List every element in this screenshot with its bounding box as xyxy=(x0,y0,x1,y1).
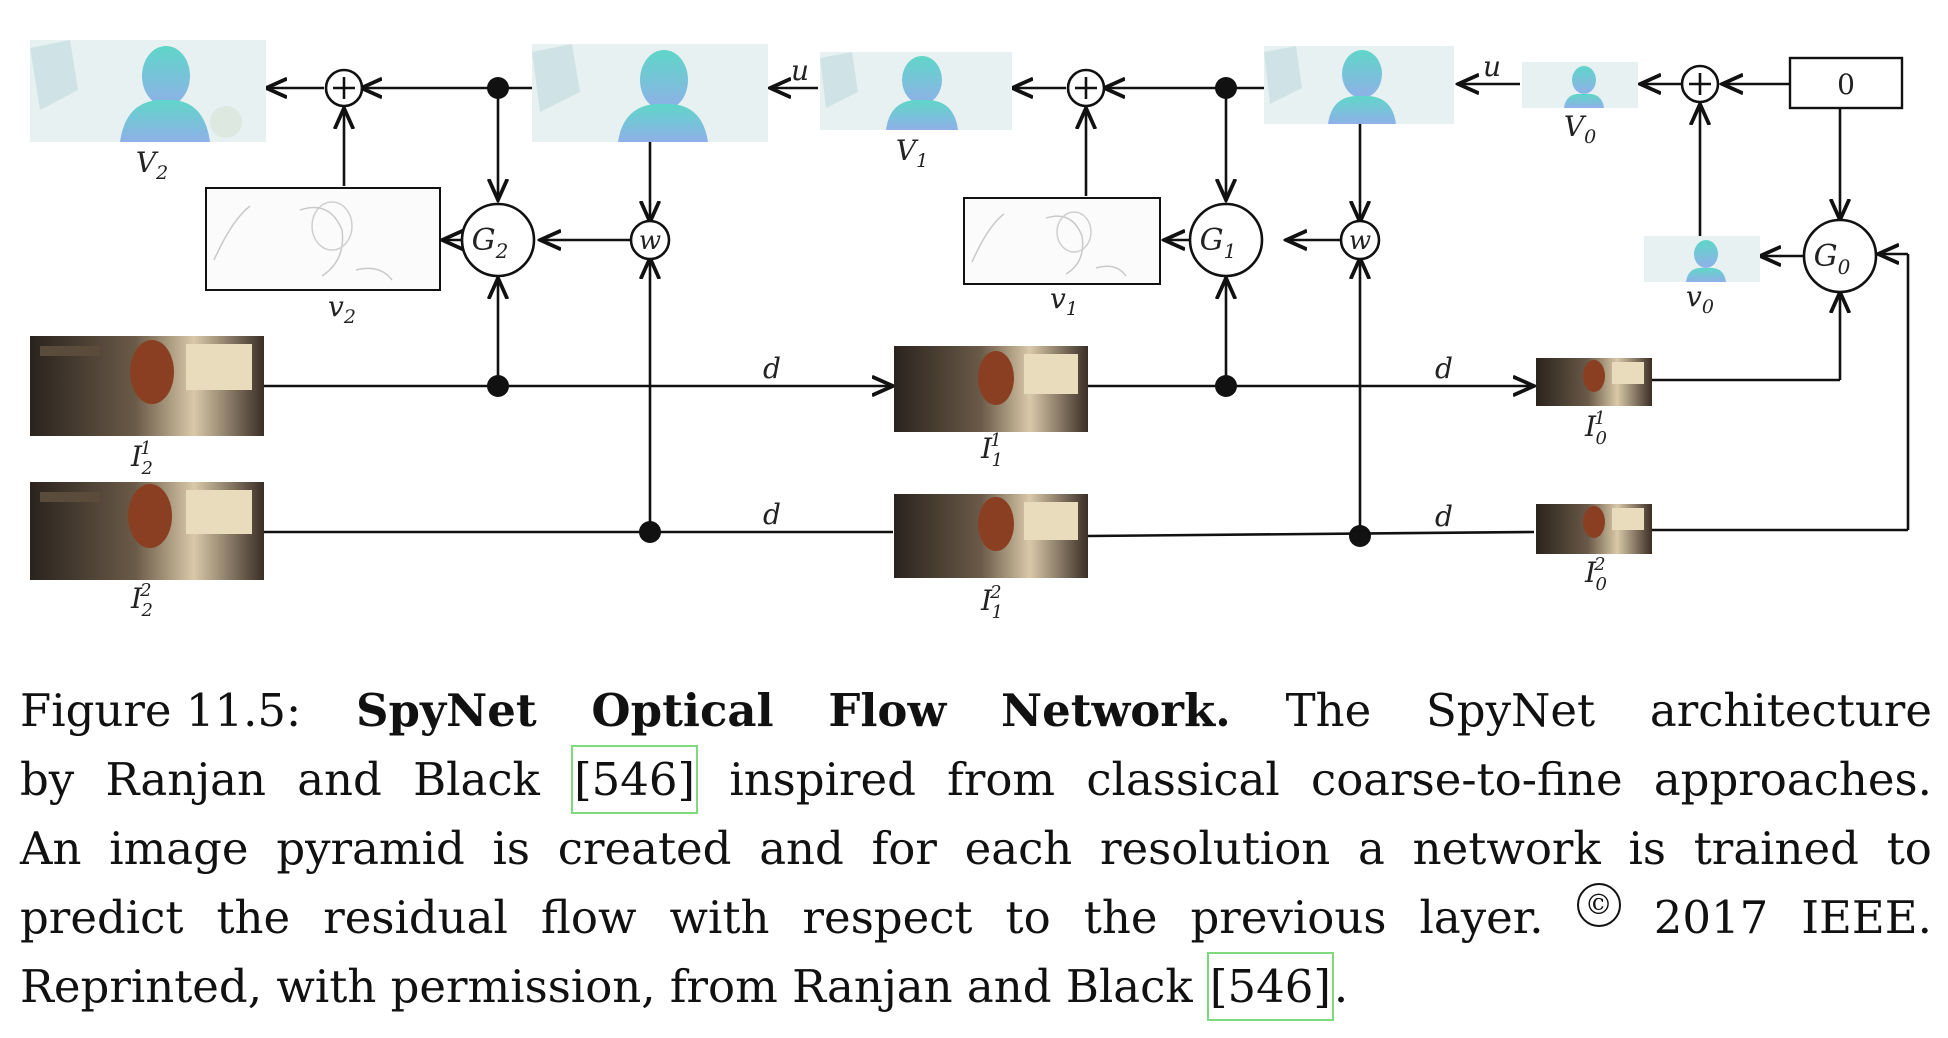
connection-lines xyxy=(264,84,1910,538)
downsample-label-0-bottom: d xyxy=(1435,500,1453,533)
caption-line-5: Reprinted, with permission, from Ranjan … xyxy=(20,952,1932,1021)
zero-label: 0 xyxy=(1837,68,1855,101)
warp-node-2: w xyxy=(629,219,671,261)
label-V2: V2 xyxy=(136,146,168,184)
warp-node-1: w xyxy=(1339,219,1381,261)
figure-caption: Figure 11.5: SpyNet Optical Flow Network… xyxy=(20,676,1932,1021)
sum-node-2 xyxy=(324,68,364,108)
label-v1: v1 xyxy=(1050,282,1078,320)
spynet-diagram: 0 xyxy=(30,40,1910,623)
network-node-G0: G0 xyxy=(1802,218,1878,294)
flow-image-V0 xyxy=(1522,62,1638,108)
copyright-icon: © xyxy=(1576,883,1621,927)
sum-node-1 xyxy=(1066,68,1106,108)
frame-image-I1-2 xyxy=(30,336,264,436)
flow-image-V2-up xyxy=(532,44,768,142)
junction-dots xyxy=(487,77,1371,547)
downsample-label-1-top: d xyxy=(763,352,781,385)
caption-line-2: by Ranjan and Black [546] inspired from … xyxy=(20,745,1932,814)
zero-initial-flow-box: 0 xyxy=(1788,56,1904,110)
caption-line-4: predict the residual flow with respect t… xyxy=(20,883,1932,952)
downsample-label-0-top: d xyxy=(1435,352,1453,385)
upsample-label-2: u xyxy=(791,54,809,87)
network-node-G1: G1 xyxy=(1188,202,1264,278)
label-v0: v0 xyxy=(1686,280,1714,318)
citation-link-546[interactable]: [546] xyxy=(571,745,699,814)
frame-image-I1-1 xyxy=(894,346,1088,432)
label-V1: V1 xyxy=(896,134,928,172)
svg-text:G1: G1 xyxy=(1200,223,1237,263)
caption-line-1: Figure 11.5: SpyNet Optical Flow Network… xyxy=(20,684,1932,737)
downsample-label-1-bottom: d xyxy=(763,498,781,531)
sum-node-0 xyxy=(1680,64,1720,104)
citation-link-546-reprint[interactable]: [546] xyxy=(1206,952,1334,1021)
svg-text:w: w xyxy=(1349,226,1371,256)
flow-image-V1 xyxy=(820,52,1012,130)
label-V0: V0 xyxy=(1564,110,1596,148)
frame-image-I2-0 xyxy=(1536,504,1652,554)
network-node-G2: G2 xyxy=(460,202,536,278)
svg-text:G2: G2 xyxy=(472,223,509,263)
residual-image-v2 xyxy=(205,187,441,291)
frame-image-I1-0 xyxy=(1536,358,1652,406)
flow-image-V1-up xyxy=(1264,46,1454,124)
residual-image-v0 xyxy=(1644,236,1760,282)
frame-image-I2-1 xyxy=(894,494,1088,578)
caption-line-3: An image pyramid is created and for each… xyxy=(20,822,1932,875)
svg-text:w: w xyxy=(639,226,661,256)
frame-image-I2-2 xyxy=(30,482,264,580)
upsample-label-1: u xyxy=(1483,50,1501,83)
label-v2: v2 xyxy=(328,290,356,328)
residual-image-v1 xyxy=(963,197,1161,285)
svg-text:G0: G0 xyxy=(1814,239,1851,279)
flow-image-V2 xyxy=(30,40,266,142)
